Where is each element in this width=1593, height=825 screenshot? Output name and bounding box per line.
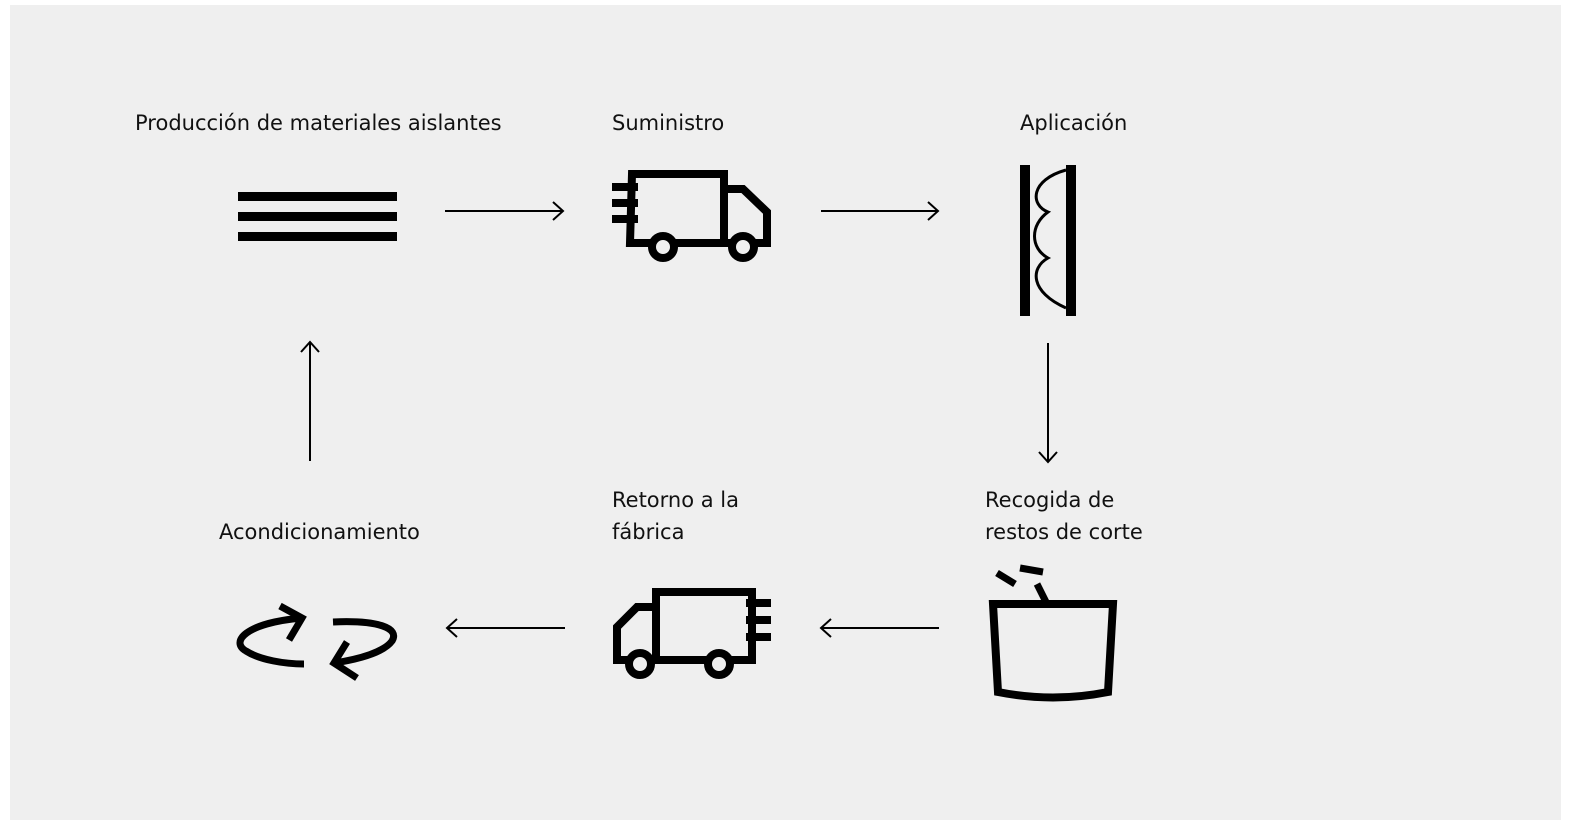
node-label-retorno-line1: Retorno a la — [612, 488, 739, 512]
flow-arrow-aplicacion-recogida — [1038, 343, 1058, 464]
node-label-acondicionamiento: Acondicionamiento — [219, 520, 420, 544]
insulation-layers-icon — [238, 192, 397, 241]
node-label-aplicacion: Aplicación — [1020, 111, 1128, 135]
node-label-retorno-line2: fábrica — [612, 520, 685, 544]
node-label-retorno: Retorno a la fábrica — [612, 484, 739, 548]
node-label-recogida: Recogida de restos de corte — [985, 484, 1143, 548]
recycle-arrows-icon — [236, 602, 397, 681]
waste-bin-icon — [988, 564, 1118, 702]
node-label-recogida-line2: restos de corte — [985, 520, 1143, 544]
flow-arrow-produccion-suministro — [445, 201, 565, 221]
diagram-panel — [10, 5, 1561, 820]
flow-arrow-retorno-acondicionamiento — [445, 618, 565, 638]
node-label-recogida-line1: Recogida de — [985, 488, 1115, 512]
flow-arrow-recogida-retorno — [819, 618, 939, 638]
return-truck-icon — [613, 588, 771, 679]
flow-arrow-acondicionamiento-produccion — [300, 340, 320, 461]
node-label-suministro: Suministro — [612, 111, 725, 135]
flow-arrow-suministro-aplicacion — [821, 201, 940, 221]
insulated-wall-icon — [1020, 165, 1076, 316]
node-label-produccion: Producción de materiales aislantes — [135, 111, 502, 135]
delivery-truck-icon — [612, 170, 771, 262]
